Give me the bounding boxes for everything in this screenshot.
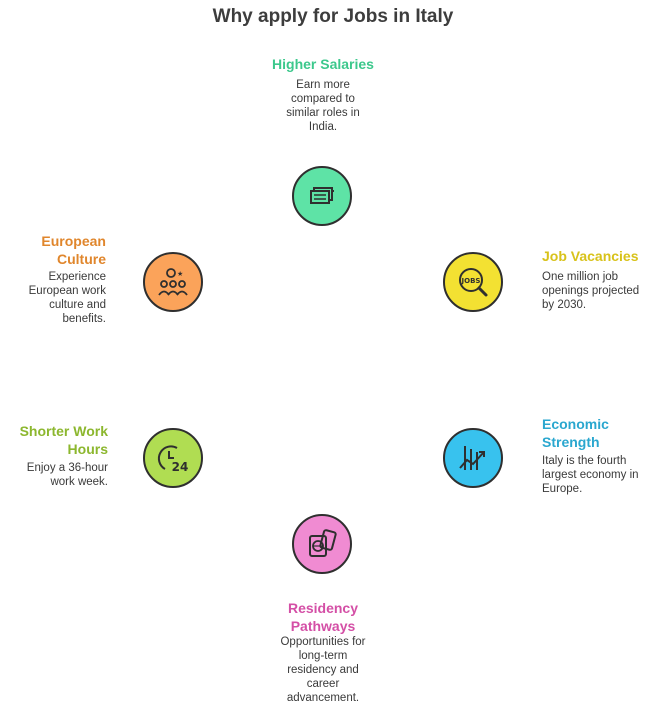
growth-chart-icon — [459, 446, 485, 470]
svg-text:JOBS: JOBS — [461, 277, 481, 285]
svg-text:24: 24 — [172, 460, 189, 474]
node-job-vacancies: JOBS — [443, 252, 503, 312]
node-european-culture: ★ — [143, 252, 203, 312]
clock-24-icon: 24 — [157, 445, 189, 474]
heading-shorter-work-hours: Shorter Work Hours — [19, 423, 108, 457]
heading-higher-salaries: Higher Salaries — [272, 56, 374, 72]
desc-residency-pathways: Opportunities for long-term residency an… — [280, 636, 366, 704]
desc-economic-strength: Italy is the fourth largest economy in E… — [542, 455, 639, 495]
page-title: Why apply for Jobs in Italy — [212, 6, 454, 27]
node-higher-salaries — [292, 166, 352, 226]
svg-text:★: ★ — [177, 270, 183, 278]
node-residency-pathways — [292, 514, 352, 574]
node-economic-strength — [443, 428, 503, 488]
money-icon — [310, 187, 334, 204]
jobs-search-icon: JOBS — [459, 268, 488, 297]
desc-european-culture: Experience European work culture and ben… — [28, 271, 106, 325]
passport-icon — [309, 529, 337, 557]
heading-job-vacancies: Job Vacancies — [542, 248, 639, 264]
people-culture-icon: ★ — [158, 268, 188, 296]
desc-job-vacancies: One million job openings projected by 20… — [542, 271, 640, 311]
heading-european-culture: European Culture — [41, 233, 106, 267]
heading-economic-strength: Economic Strength — [542, 416, 609, 450]
heading-residency-pathways: Residency Pathways — [287, 600, 359, 634]
desc-shorter-work-hours: Enjoy a 36-hour work week. — [26, 462, 108, 488]
desc-higher-salaries: Earn more compared to similar roles in I… — [286, 79, 360, 133]
node-shorter-work-hours: 24 — [143, 428, 203, 488]
